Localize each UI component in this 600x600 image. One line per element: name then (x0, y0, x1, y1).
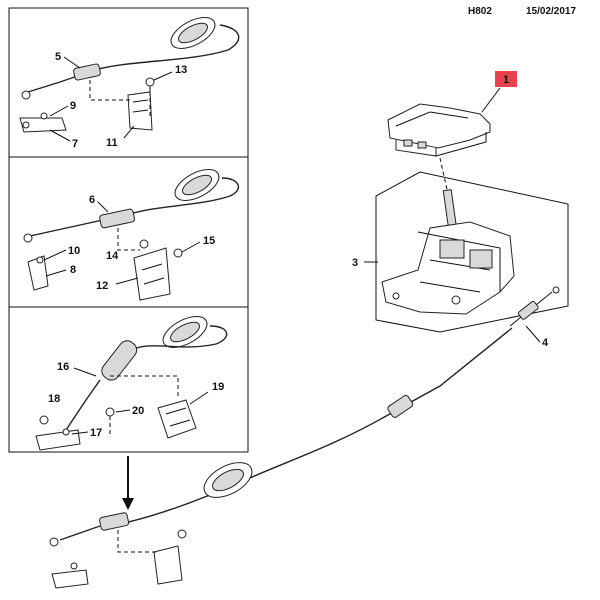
clip-19 (157, 399, 197, 439)
main-cable (119, 327, 513, 525)
bolt-20 (105, 407, 115, 417)
inset-panel-bottom (8, 306, 249, 453)
callout-3: 3 (352, 257, 358, 269)
cable-end-fitting (21, 90, 31, 100)
callout-10: 10 (68, 245, 80, 257)
lower-bracket (51, 569, 89, 589)
callout-8: 8 (70, 264, 76, 276)
highlight-badge-1 (495, 71, 517, 87)
callout-7: 7 (72, 138, 78, 150)
inset-middle-parts (23, 169, 240, 301)
shifter-base-3 (381, 221, 515, 315)
callout-1: 1 (503, 74, 509, 86)
grommet-middle (174, 169, 220, 201)
callout-12: 12 (96, 280, 108, 292)
cable-adjuster-6 (99, 208, 136, 229)
lower-cable-adjuster (99, 512, 130, 531)
lower-cable-end (49, 537, 59, 547)
cable-end-4 (509, 286, 560, 327)
bracket-17 (35, 429, 81, 451)
diagram-code: H802 (468, 6, 492, 17)
bolt-13 (145, 77, 155, 87)
bolt-15 (173, 248, 183, 258)
callout-6: 6 (89, 194, 95, 206)
cable-top (27, 24, 240, 93)
lower-clip (153, 545, 183, 585)
nut-10 (36, 256, 44, 264)
shifter-cover-1 (387, 103, 491, 157)
grommet-top (170, 17, 216, 49)
callout-17: 17 (90, 427, 102, 439)
callout-14: 14 (106, 250, 119, 262)
cable-bottom (131, 325, 228, 351)
callout-9: 9 (70, 100, 76, 112)
cable-middle (29, 177, 240, 237)
callout-13: 13 (175, 64, 187, 76)
callout-16: 16 (57, 361, 69, 373)
grommet-bottom (162, 316, 208, 348)
nut-9 (40, 112, 48, 120)
bolt-14 (139, 239, 149, 249)
callout-18: 18 (48, 393, 60, 405)
nut-18 (39, 415, 49, 425)
callout-11: 11 (106, 137, 118, 149)
inset-bottom-parts (35, 316, 228, 451)
shifter-housing-frame (375, 171, 569, 333)
grommet-main (203, 462, 253, 498)
main-cable-adjuster (387, 394, 414, 418)
callout-5: 5 (55, 51, 61, 63)
callout-19: 19 (212, 381, 224, 393)
clip-12 (133, 247, 171, 301)
cable-adjuster-5 (73, 63, 101, 81)
callout-4: 4 (542, 337, 549, 349)
inset-top-parts (19, 17, 240, 133)
bracket-7 (19, 117, 67, 133)
cable-sleeve-16 (101, 340, 138, 381)
callout-20: 20 (132, 405, 144, 417)
callout-15: 15 (203, 235, 215, 247)
diagram-date: 15/02/2017 (526, 6, 577, 17)
